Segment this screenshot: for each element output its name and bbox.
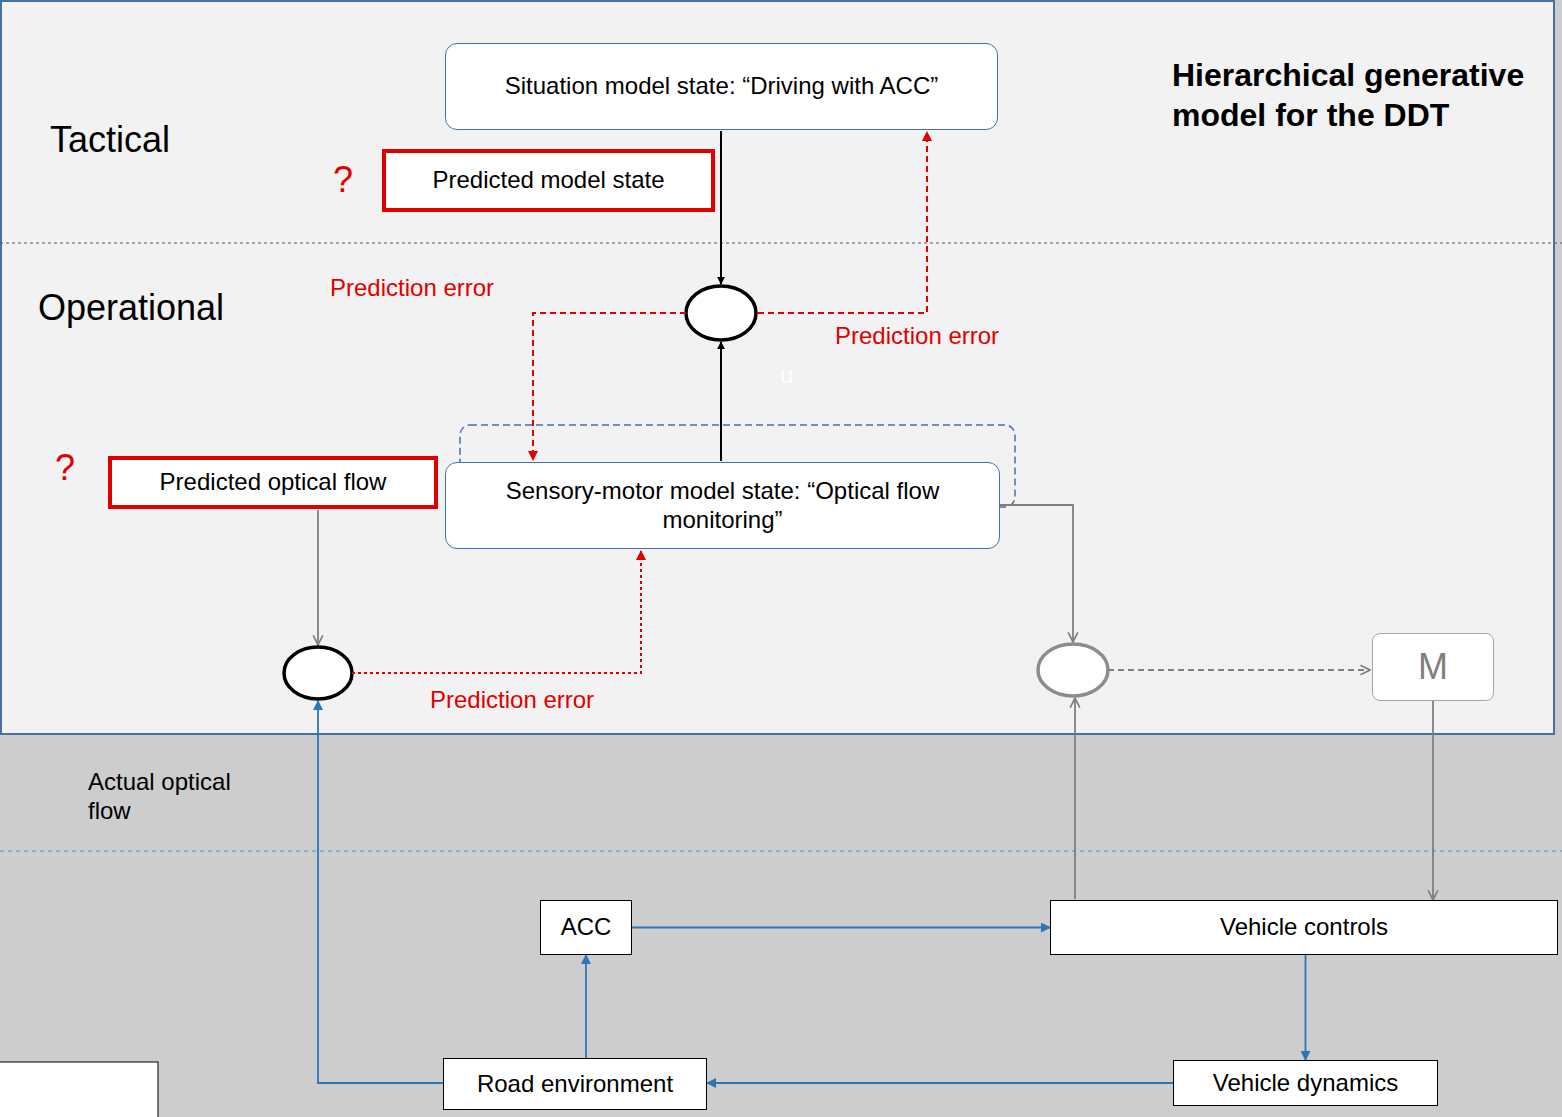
- node-text: Vehicle dynamics: [1213, 1069, 1398, 1098]
- error-label: Prediction error: [430, 686, 650, 715]
- node-text: Sensory-motor model state: “Optical flow…: [458, 477, 987, 535]
- connector-arrow: [585, 955, 587, 1058]
- question-mark: ?: [55, 446, 95, 489]
- error-line: [1108, 669, 1370, 671]
- empty-box: [0, 1062, 158, 1117]
- connector-arrow: [707, 1082, 1173, 1084]
- motor-box: M: [1372, 633, 1494, 701]
- signal-label: u: [780, 361, 810, 390]
- error-line: [533, 313, 686, 460]
- diagram-title: Hierarchical generative model for the DD…: [1172, 55, 1542, 135]
- system-box: Vehicle dynamics: [1173, 1060, 1438, 1106]
- error-line: [758, 132, 927, 313]
- comparator-circle: [284, 647, 352, 699]
- node-text: Road environment: [477, 1070, 673, 1099]
- comparator-circle: [1038, 644, 1108, 696]
- input-line: [720, 342, 722, 461]
- comparator-circle: [686, 286, 756, 340]
- prediction-box: Predicted model state: [382, 149, 715, 212]
- level-divider: [0, 243, 1562, 244]
- connector-arrow: [632, 927, 1050, 929]
- signal-label: Actual optical flow: [88, 768, 278, 826]
- node-text: Situation model state: “Driving with ACC…: [505, 72, 939, 101]
- level-label: Operational: [38, 286, 338, 329]
- level-label: Tactical: [50, 118, 300, 161]
- system-box: Vehicle controls: [1050, 900, 1558, 955]
- prediction-line: [317, 510, 319, 645]
- model-panel: [1, 1, 1554, 734]
- prediction-box: Predicted optical flow: [108, 456, 438, 509]
- error-label: Prediction error: [330, 274, 530, 303]
- model-boundary: [0, 850, 1562, 852]
- node-text: M: [1418, 645, 1448, 688]
- error-line: [352, 551, 641, 673]
- error-label: Prediction error: [835, 322, 1055, 351]
- connector-arrow: [1432, 701, 1434, 900]
- node-text: Vehicle controls: [1220, 913, 1388, 942]
- system-box: Road environment: [443, 1058, 707, 1110]
- node-text: Predicted optical flow: [160, 468, 387, 497]
- state-box: Situation model state: “Driving with ACC…: [445, 43, 998, 130]
- prediction-line: [720, 131, 722, 284]
- feedback-line: [1074, 698, 1076, 899]
- node-text: ACC: [561, 913, 612, 942]
- state-box: Sensory-motor model state: “Optical flow…: [445, 462, 1000, 549]
- optical-flow-line: [318, 701, 443, 1083]
- system-box: ACC: [540, 900, 632, 955]
- prediction-line: [998, 505, 1073, 642]
- node-text: Predicted model state: [432, 166, 664, 195]
- question-mark: ?: [333, 158, 373, 201]
- connector-arrow: [1305, 955, 1307, 1060]
